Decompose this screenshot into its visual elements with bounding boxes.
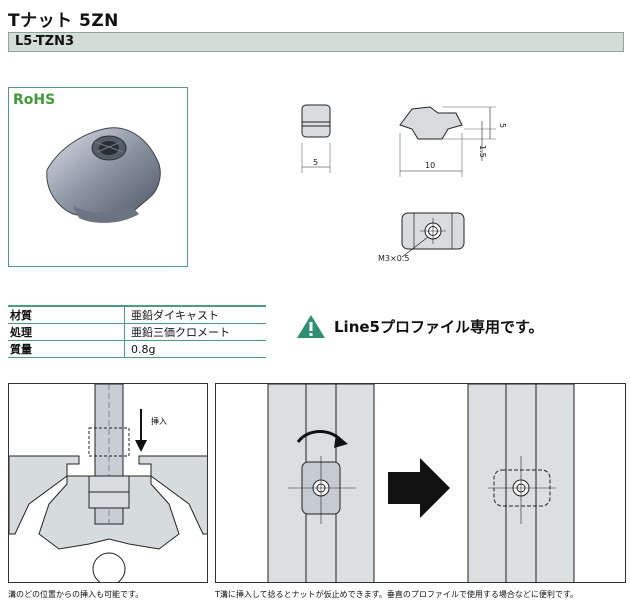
part-number-bar: L5-TZN3 (8, 32, 624, 52)
spec-value: 亜鉛三価クロメート (124, 323, 266, 341)
product-photo-frame: RoHS (8, 87, 188, 267)
right-arrow-icon (388, 458, 450, 518)
thread-dimension: M3×0.5 (378, 254, 409, 263)
spec-row: 質量 0.8g (8, 340, 266, 358)
page-title: Tナット 5ZN (8, 11, 119, 31)
dimension-drawing: 5 10 5 1.5 M3×0.5 (301, 104, 507, 263)
twist-diagram (267, 384, 575, 582)
caption-right: T溝に挿入して捻るとナットが仮止めできます。垂直のプロファイルで使用する場合など… (215, 590, 579, 599)
rohs-label: RoHS (13, 92, 56, 108)
offset-dimension: 1.5 (478, 145, 487, 158)
height-dimension: 5 (498, 123, 507, 128)
insertion-diagram-panel: 挿入 (8, 383, 208, 583)
warning-text: Line5プロファイル専用です。 (334, 317, 544, 336)
insert-label: 挿入 (151, 416, 167, 426)
spec-value: 亜鉛ダイキャスト (124, 305, 266, 324)
spec-key: 処理 (8, 323, 125, 341)
insertion-diagram: 挿入 (9, 384, 207, 582)
width-dimension: 5 (313, 158, 318, 167)
spec-value: 0.8g (124, 340, 266, 358)
warning-icon (297, 315, 325, 338)
spec-key: 質量 (8, 340, 125, 358)
spec-row: 材質 亜鉛ダイキャスト (8, 305, 266, 324)
spec-key: 材質 (8, 305, 125, 324)
insert-arrow-icon (135, 440, 147, 452)
spec-table: 材質 亜鉛ダイキャスト 処理 亜鉛三価クロメート 質量 0.8g (8, 305, 266, 358)
caption-left: 溝のどの位置からの挿入も可能です。 (8, 590, 144, 599)
t-nut-photo (46, 127, 161, 223)
spec-row: 処理 亜鉛三価クロメート (8, 323, 266, 341)
part-number: L5-TZN3 (15, 34, 75, 49)
twist-diagram-panel (215, 383, 626, 583)
warning-notice: Line5プロファイル専用です。 (296, 313, 544, 339)
length-dimension: 10 (425, 161, 435, 170)
